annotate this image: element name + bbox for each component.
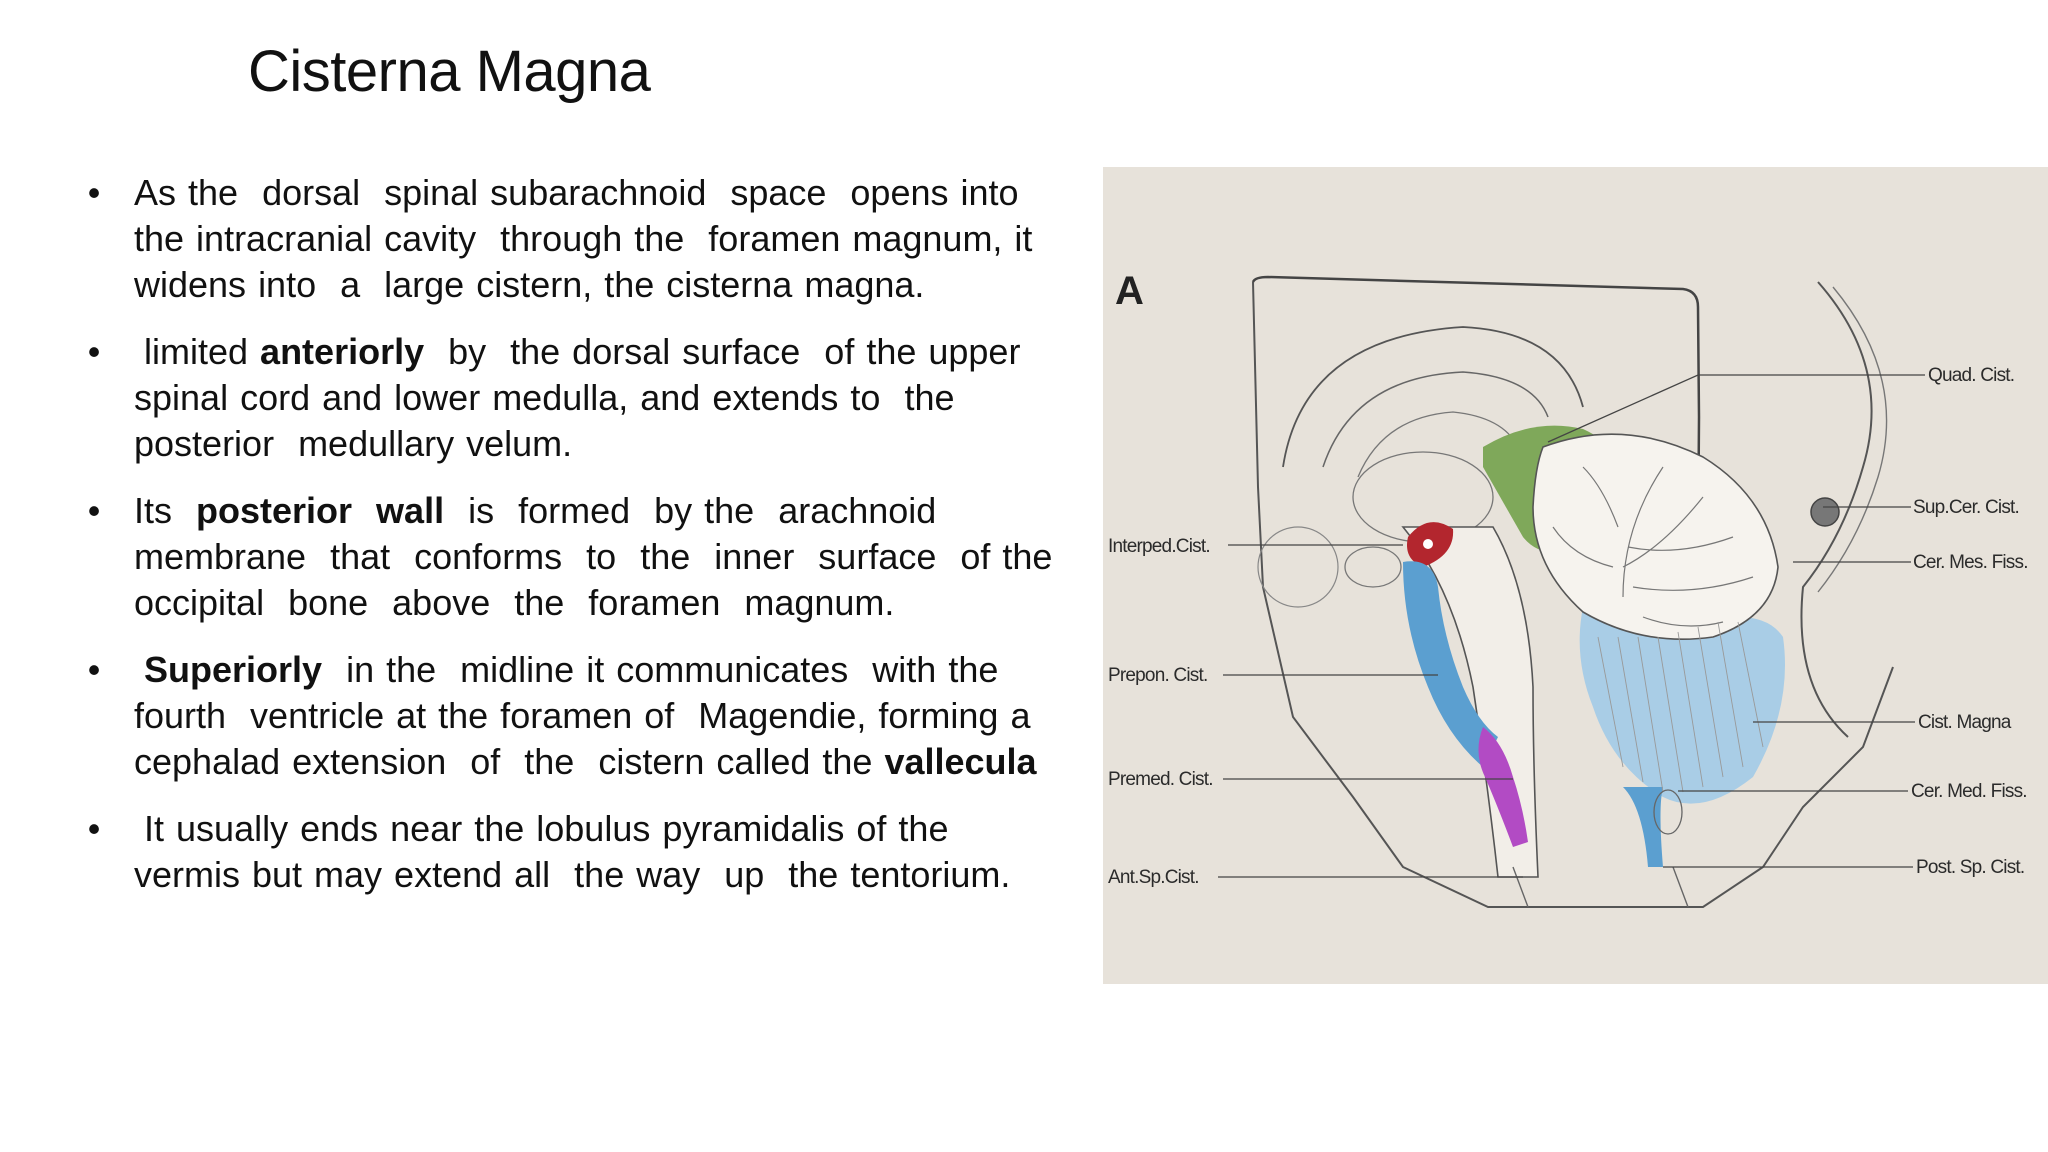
skull-outline: [1251, 275, 1701, 574]
posterior-spinal-cistern-blue: [1623, 787, 1663, 867]
bullet-run: Its: [134, 490, 197, 531]
bullet-dot-icon: [84, 329, 104, 375]
bullet-item: Superiorly in the midline it communicate…: [84, 647, 1059, 785]
bullet-run: limited: [134, 331, 261, 372]
arbor-vitae-folia: [1552, 466, 1754, 627]
bullet-dot-icon: [84, 647, 104, 693]
prepontine-cistern-blue: [1403, 561, 1498, 767]
bullet-text: It usually ends near the lobulus pyramid…: [134, 808, 1010, 895]
bullet-dot-icon: [84, 806, 104, 852]
label-anterior-spinal-cistern: Ant.Sp.Cist.: [1108, 867, 1199, 888]
label-interpeduncular-cistern: Interped.Cist.: [1108, 536, 1210, 557]
sella-region: [1257, 526, 1339, 608]
bullet-text: As the dorsal spinal subarachnoid space …: [134, 172, 1044, 305]
label-leader-lines: [1218, 374, 1925, 878]
spinal-cord-lines: [1512, 866, 1689, 908]
figure-panel-letter: A: [1115, 269, 1144, 313]
label-posterior-spinal-cistern: Post. Sp. Cist.: [1916, 857, 2024, 878]
corpus-callosum-arc: [1322, 371, 1549, 468]
bullet-dot-icon: [84, 488, 104, 534]
cisterns-sagittal-diagram: A Interped.Cist. Prepon. Cist. Premed. C…: [1103, 167, 2048, 984]
cerebellum-shape: [1532, 433, 1779, 640]
bullet-emphasis: vallecula: [884, 741, 1037, 782]
anatomy-figure: A Interped.Cist. Prepon. Cist. Premed. C…: [1103, 167, 2048, 984]
bullet-run: It usually ends near the lobulus pyramid…: [134, 808, 1011, 895]
label-cerebellomedullary-fissure: Cer. Med. Fiss.: [1911, 781, 2027, 802]
fornix-arc: [1357, 411, 1519, 478]
bullet-text: Superiorly in the midline it communicate…: [134, 649, 1054, 782]
frame-outline: [1252, 281, 1894, 908]
bullet-emphasis: Superiorly: [144, 649, 323, 690]
cerebral-arc: [1282, 326, 1584, 468]
bullet-run: [134, 649, 144, 690]
cisterna-magna-light-blue: [1579, 607, 1785, 804]
bullet-item: As the dorsal spinal subarachnoid space …: [84, 170, 1059, 308]
label-premedullary-cistern: Premed. Cist.: [1108, 769, 1213, 790]
bullet-run: in the midline it communicates with the …: [134, 649, 1055, 782]
bullet-item: Its posterior wall is formed by the arac…: [84, 488, 1059, 626]
label-quadrigeminal-cistern: Quad. Cist.: [1928, 365, 2014, 386]
premedullary-cistern-purple: [1478, 727, 1528, 847]
occipital-bone-inner-curve: [1817, 286, 1888, 593]
bullet-text: Its posterior wall is formed by the arac…: [134, 490, 1076, 623]
occipital-bone-curve: [1800, 281, 1873, 738]
label-prepontine-cistern: Prepon. Cist.: [1108, 665, 1207, 686]
label-cisterna-magna: Cist. Magna: [1918, 712, 2012, 733]
bullet-text: limited anteriorly by the dorsal surface…: [134, 331, 1044, 464]
spinal-canal-oval: [1653, 789, 1683, 835]
cisterna-hatching: [1597, 621, 1764, 793]
bullet-item: It usually ends near the lobulus pyramid…: [84, 806, 1059, 898]
bullet-run: As the dorsal spinal subarachnoid space …: [134, 172, 1045, 305]
bullet-item: limited anteriorly by the dorsal surface…: [84, 329, 1059, 467]
bullet-dot-icon: [84, 170, 104, 216]
red-cistern-highlight: [1423, 539, 1433, 549]
label-superior-cerebellar-cistern: Sup.Cer. Cist.: [1913, 497, 2019, 518]
bullet-run: by the dorsal surface of the upper spina…: [134, 331, 1045, 464]
vein-of-galen-circle: [1810, 497, 1840, 527]
slide-title: Cisterna Magna: [248, 39, 651, 104]
bullet-list: As the dorsal spinal subarachnoid space …: [84, 170, 1059, 919]
pons-upper-shape: [1344, 546, 1402, 588]
bullet-emphasis: anteriorly: [260, 331, 425, 372]
bullet-emphasis: posterior wall: [196, 490, 445, 531]
bullet-run: is formed by the arachnoid membrane that…: [134, 490, 1077, 623]
label-cerebellomesencephalic-fissure: Cer. Mes. Fiss.: [1913, 552, 2028, 573]
